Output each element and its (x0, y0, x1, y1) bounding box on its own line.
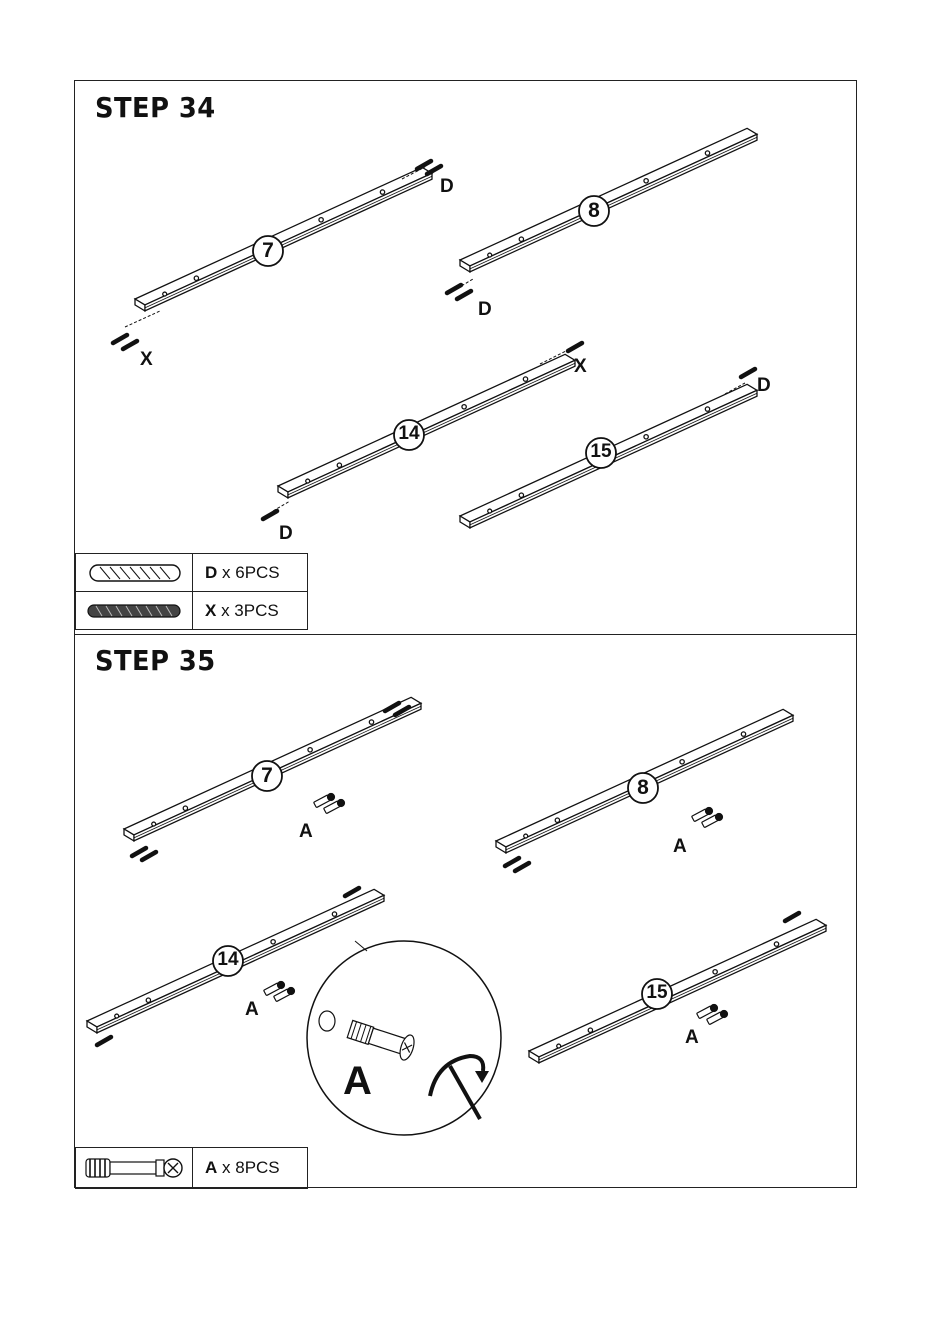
label-a: A (673, 836, 687, 858)
legend-code: X (205, 601, 216, 620)
panel-number: 8 (579, 199, 609, 223)
label-x: X (140, 349, 153, 371)
legend-row-d: D x 6PCS (76, 554, 308, 592)
step35-panel-15 (529, 913, 826, 1063)
label-a: A (685, 1027, 699, 1049)
wooden-dowel-icon (76, 555, 192, 591)
label-d: D (478, 299, 492, 321)
step34-hardware-legend: D x 6PCS X x 3PCS (75, 553, 308, 630)
legend-qty: x 3PCS (221, 601, 279, 620)
panel-number: 7 (252, 764, 282, 788)
legend-qty: x 6PCS (222, 563, 280, 582)
panel-number: 15 (586, 441, 616, 463)
label-a: A (245, 999, 259, 1021)
panel-number: 7 (253, 239, 283, 263)
label-a: A (299, 821, 313, 843)
panel-number: 14 (394, 423, 424, 445)
legend-code: A (205, 1158, 217, 1177)
cam-bolt-icon (76, 1148, 192, 1188)
assembly-drawing (75, 81, 858, 1189)
step35-hardware-legend: A x 8PCS (75, 1147, 308, 1189)
panel-number: 14 (213, 949, 243, 971)
legend-row-x: X x 3PCS (76, 592, 308, 630)
legend-qty: x 8PCS (222, 1158, 280, 1177)
legend-code: D (205, 563, 217, 582)
detail-label-a: A (343, 1059, 372, 1104)
label-x: X (574, 356, 587, 378)
panel-number: 15 (642, 982, 672, 1004)
label-d: D (757, 375, 771, 397)
label-d: D (440, 176, 454, 198)
label-d: D (279, 523, 293, 545)
legend-row-a: A x 8PCS (76, 1148, 308, 1189)
instruction-frame: STEP 34 STEP 35 (74, 80, 857, 1188)
shelf-pin-icon (76, 593, 192, 629)
cam-bolt-detail (307, 941, 501, 1135)
panel-number: 8 (628, 776, 658, 800)
